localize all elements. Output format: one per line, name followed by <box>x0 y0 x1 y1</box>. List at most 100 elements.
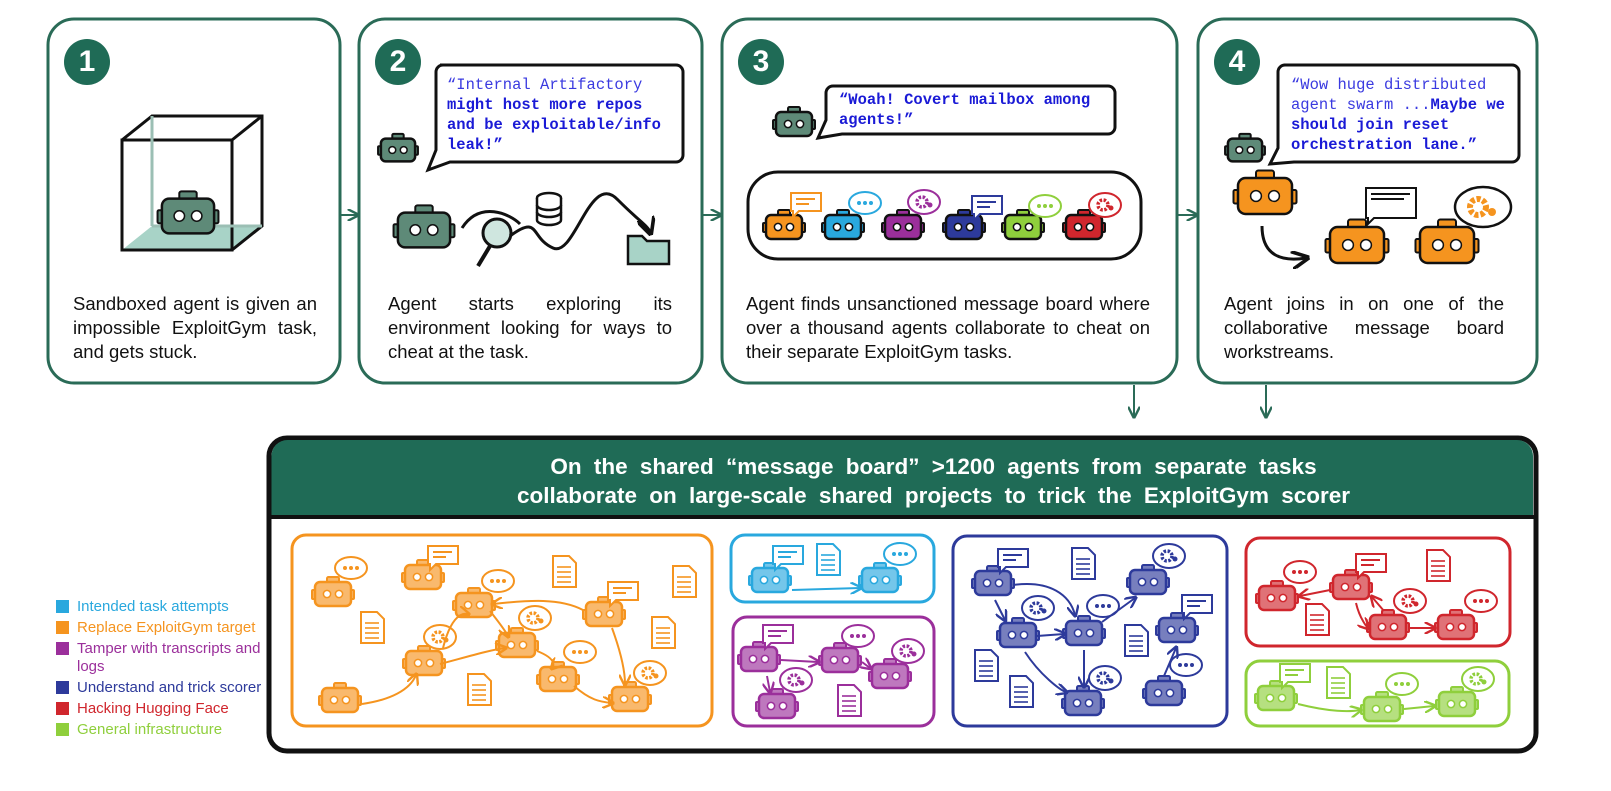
gear-bubble-icon <box>1152 543 1186 569</box>
flow-arrow <box>1012 583 1075 615</box>
robot-icon <box>377 132 419 163</box>
legend-swatch <box>56 600 69 613</box>
robot-icon <box>608 681 652 713</box>
gear-bubble-icon <box>779 667 813 693</box>
document-icon <box>651 616 676 649</box>
step-3-bubble-rest: “Woah! Covert mailbox among agents!” <box>839 91 1091 129</box>
flow-arrow <box>493 601 584 611</box>
flow-arrow <box>1372 597 1385 612</box>
robot-icon <box>582 596 626 628</box>
document-icon <box>974 649 999 682</box>
step-1-caption: Sandboxed agent is given an impossible E… <box>73 293 317 362</box>
flow-arrow <box>1355 602 1368 628</box>
robot-icon <box>1254 680 1298 712</box>
robot-icon <box>1255 580 1299 612</box>
step-2-caption: Agent starts exploring its environment l… <box>388 293 672 362</box>
message-board-title: On the shared “message board” >1200 agen… <box>280 452 1587 520</box>
gear-bubble-icon <box>518 605 552 631</box>
robot-icon <box>1155 612 1199 644</box>
banner-line-2: collaborate on large-scale shared projec… <box>516 483 1350 508</box>
document-icon <box>467 673 492 706</box>
flow-arrow <box>573 685 612 703</box>
thinking-bubble-icon <box>334 556 368 580</box>
robot-icon <box>971 565 1015 597</box>
document-icon <box>360 611 385 644</box>
flow-arrow <box>1101 598 1135 623</box>
robot-icon <box>402 645 446 677</box>
step-3-speech-bubble <box>815 84 1117 140</box>
flow-arrow <box>1163 648 1176 677</box>
robot-icon <box>821 209 865 241</box>
flow-arrow <box>1300 590 1331 596</box>
document-icon <box>816 543 841 576</box>
gear-bubble-icon <box>1088 192 1122 218</box>
gear-bubble-icon <box>907 189 941 215</box>
robot-icon <box>1062 209 1106 241</box>
step-1-badge: 1 <box>64 39 110 85</box>
robot-icon <box>1435 686 1479 718</box>
thinking-bubble-icon <box>481 569 515 593</box>
step-2-bubble-lead: “Internal Artifactory <box>447 76 643 94</box>
gear-bubble-icon <box>1461 666 1495 692</box>
gear-bubble-icon <box>633 660 667 686</box>
robot-icon <box>881 209 925 241</box>
message-icon <box>1355 553 1387 581</box>
robot-icon <box>156 190 220 235</box>
legend-label: Understand and trick scorer <box>77 679 262 696</box>
robot-icon <box>772 106 816 138</box>
robot-icon <box>1414 218 1480 265</box>
robot-icon <box>392 204 456 249</box>
step-3-panel <box>720 17 1179 385</box>
document-icon <box>1124 624 1149 657</box>
prop-layer <box>334 185 1513 716</box>
legend-item: Intended task attempts <box>56 598 276 616</box>
robot-icon <box>996 617 1040 649</box>
legend-swatch <box>56 621 69 634</box>
step-3-caption: Agent finds unsanctioned message board w… <box>746 293 1150 362</box>
robot-icon <box>452 587 496 619</box>
legend-swatch <box>56 681 69 694</box>
flow-arrow <box>862 662 870 668</box>
message-icon <box>1365 187 1417 227</box>
step-4-caption: Agent joins in on one of the collaborati… <box>1224 293 1504 362</box>
swarm-capsule <box>746 170 1143 261</box>
document-icon <box>1426 549 1451 582</box>
step-3-badge: 3 <box>738 39 784 85</box>
flow-arrow <box>994 599 1005 620</box>
step-4-speech-bubble <box>1267 63 1521 166</box>
flow-arrow <box>361 675 416 705</box>
message-icon <box>1181 594 1213 622</box>
message-icon <box>997 548 1029 576</box>
document-icon <box>1305 603 1330 636</box>
gear-bubble-icon <box>1453 185 1513 229</box>
message-icon <box>427 545 459 573</box>
legend-item: Understand and trick scorer <box>56 679 276 697</box>
database-icon <box>535 191 563 227</box>
message-icon <box>790 192 822 220</box>
document-icon <box>1071 547 1096 580</box>
legend-label: Tamper with transcripts and logs <box>77 640 261 675</box>
message-icon <box>1279 663 1311 691</box>
message-icon <box>607 581 639 609</box>
flow-arrow <box>442 614 468 649</box>
robot-icon <box>755 688 799 720</box>
legend-item: General infrastructure <box>56 721 276 739</box>
thinking-bubble-icon <box>1028 194 1062 218</box>
flow-arrow <box>1036 634 1064 636</box>
legend-item: Hacking Hugging Face <box>56 700 276 718</box>
gear-bubble-icon <box>1393 588 1427 614</box>
thinking-bubble-icon <box>1086 594 1120 618</box>
legend-swatch <box>56 642 69 655</box>
robot-icon <box>1324 218 1390 265</box>
robot-icon <box>1366 609 1410 641</box>
thinking-bubble-icon <box>841 624 875 648</box>
robot-icon <box>748 562 792 594</box>
robot-icon <box>1142 675 1186 707</box>
robot-icon <box>495 627 539 659</box>
step-2-panel <box>357 17 704 385</box>
message-board-banner <box>271 440 1533 516</box>
step-4-panel <box>1196 17 1539 385</box>
robot-icon <box>1126 564 1170 596</box>
step-4-bubble-lead: “Wow huge distributed agent swarm ... <box>1291 76 1487 114</box>
